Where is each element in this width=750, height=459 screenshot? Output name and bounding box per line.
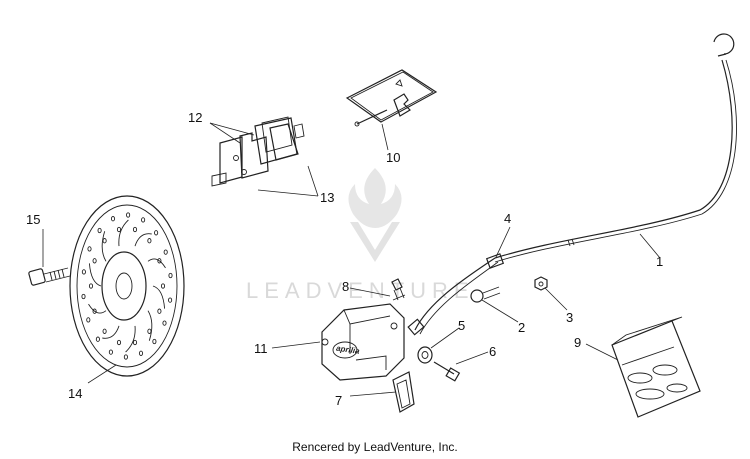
disc-hole [88, 283, 94, 289]
disc-hole [126, 212, 131, 218]
callout-10: 10 [386, 150, 400, 165]
disc-slot [118, 219, 129, 247]
watermark-text: LEADVENTURE [246, 278, 475, 303]
disc-slot [152, 285, 166, 309]
callout-2: 2 [518, 320, 525, 335]
leader-lines [42, 122, 661, 397]
disc-hole [163, 249, 168, 255]
disc-slot [147, 310, 153, 341]
watermark: LEADVENTURE [246, 168, 475, 303]
disc-hole [168, 272, 173, 279]
disc-hole [81, 293, 86, 300]
disc-slot [101, 231, 107, 262]
callout-12: 12 [188, 110, 202, 125]
disc-hole [95, 336, 100, 342]
callout-9: 9 [574, 335, 581, 350]
disc-hole [102, 238, 107, 244]
disc-hole [87, 246, 92, 252]
disc-hole [154, 230, 159, 236]
watermark-v-icon [350, 222, 400, 262]
caliper-brand-text: aprilia [336, 344, 361, 356]
disc-slot [88, 303, 107, 314]
disc-hole [160, 283, 166, 289]
disc-hole [152, 338, 157, 345]
part-14-brake-disc [69, 195, 185, 377]
callout-7: 7 [335, 393, 342, 408]
callout-8: 8 [342, 279, 349, 294]
callout-4: 4 [504, 211, 511, 226]
disc-hole [116, 339, 122, 346]
part-8-bleed-valve [391, 278, 406, 301]
disc-hole [86, 317, 91, 323]
part-15-disc-bolt [28, 267, 71, 286]
disc-hole [147, 238, 152, 244]
disc-hole [132, 226, 138, 233]
callout-13: 13 [320, 190, 334, 205]
callout-6: 6 [489, 344, 496, 359]
disc-hole [97, 227, 102, 234]
disc-slot [147, 258, 166, 269]
callout-14: 14 [68, 386, 82, 401]
disc-hole [138, 350, 144, 356]
disc-hole [132, 339, 138, 346]
disc-slot [125, 325, 136, 353]
disc-hole [92, 308, 97, 314]
disc-hole [102, 328, 107, 334]
disc-hole [147, 328, 152, 334]
part-7-pad-spring [392, 371, 415, 413]
disc-hole [92, 258, 97, 264]
disc-hole [123, 354, 128, 360]
part-12-13-brake-pads [211, 116, 305, 187]
disc-hole [110, 216, 116, 222]
callout-5: 5 [458, 318, 465, 333]
part-5-washer [417, 346, 433, 364]
disc-hole [141, 217, 146, 223]
callout-3: 3 [566, 310, 573, 325]
disc-slot [134, 233, 152, 247]
callout-labels: 12 13 10 15 14 1 4 2 3 8 11 5 6 7 9 [26, 110, 663, 408]
footer-credit: Rencered by LeadVenture, Inc. [292, 440, 457, 454]
disc-hole [108, 349, 113, 355]
disc-slot [88, 263, 102, 287]
callout-15: 15 [26, 212, 40, 227]
part-2-banjo-bolt [470, 286, 501, 303]
disc-hole [162, 320, 167, 326]
part-3-nut [534, 276, 548, 291]
part-1-brake-hose [407, 33, 737, 336]
watermark-flame-icon [348, 168, 402, 228]
part-10-pin-kit [345, 69, 438, 127]
part-11-brake-caliper: aprilia [321, 303, 405, 381]
part-6-bolt [433, 361, 461, 382]
callout-1: 1 [656, 254, 663, 269]
callout-11: 11 [254, 341, 268, 356]
disc-hole [168, 297, 173, 303]
part-9-hardware-bag [611, 316, 701, 418]
disc-hole [157, 308, 162, 314]
disc-hole [81, 269, 86, 275]
disc-hole [116, 226, 122, 233]
disc-slot [102, 325, 120, 339]
disc-hole [157, 258, 162, 264]
